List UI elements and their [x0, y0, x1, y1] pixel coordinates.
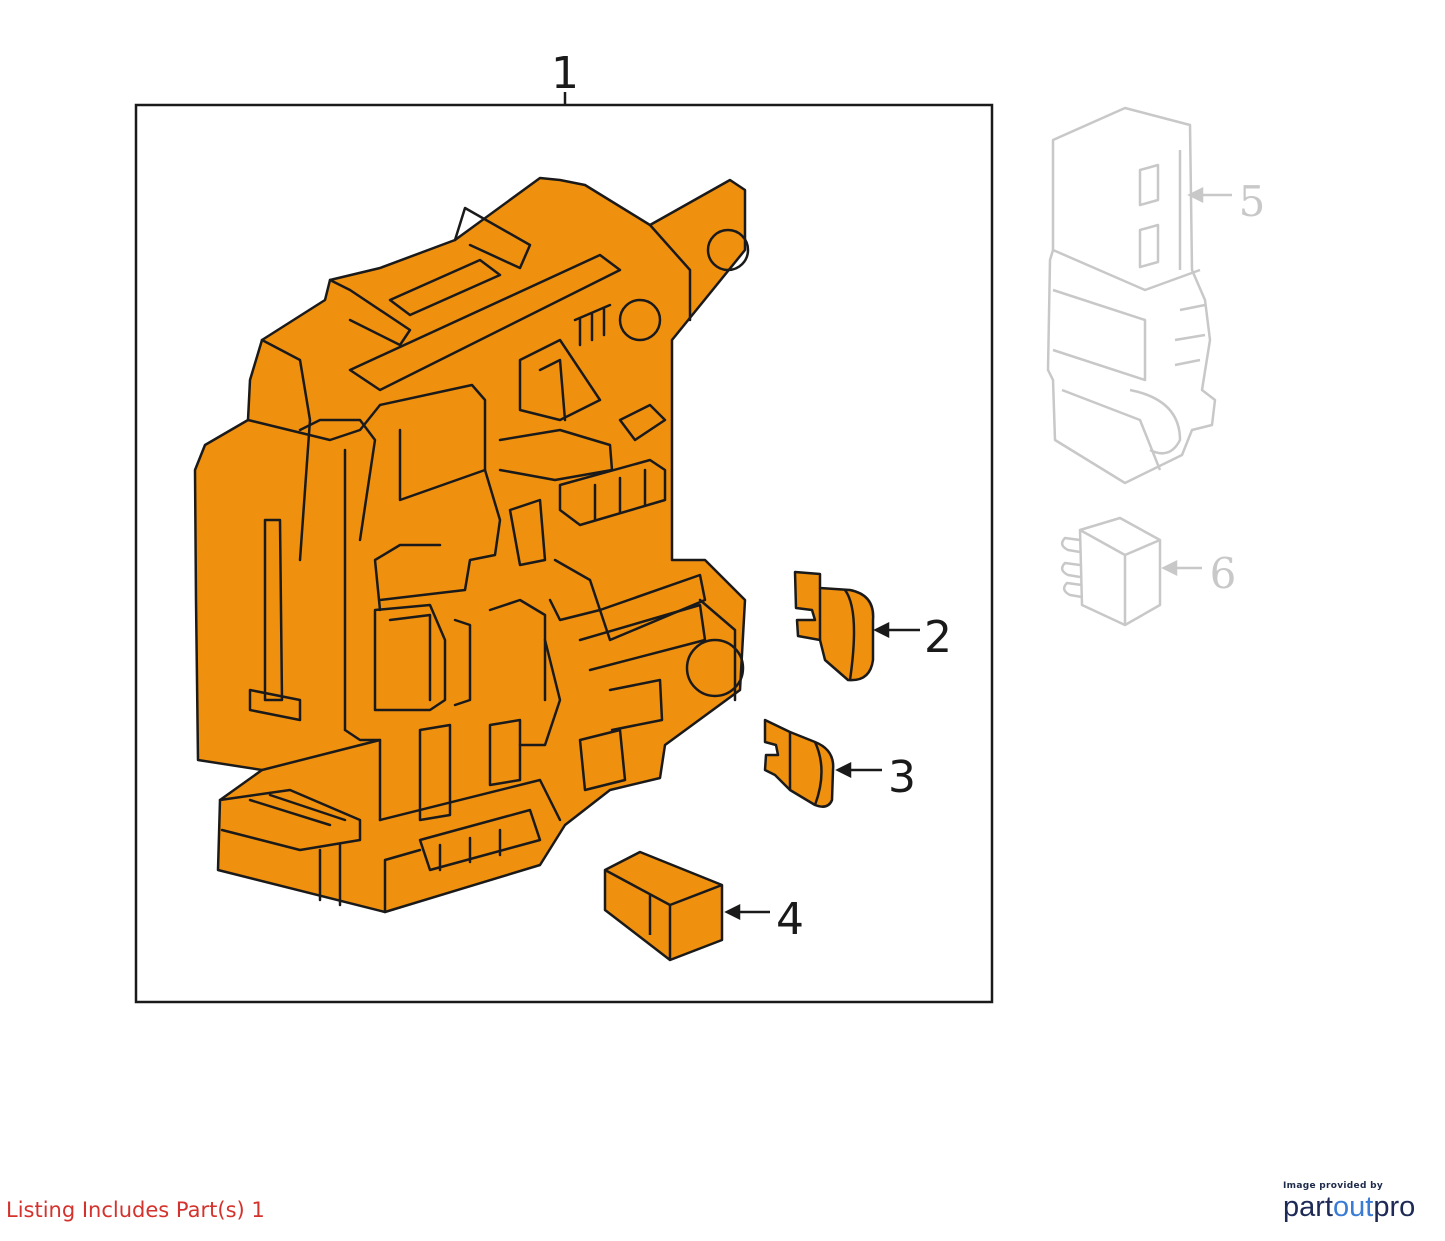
image-credit: Image provided by partoutpro	[1283, 1181, 1433, 1222]
callout-4: 4	[776, 894, 804, 945]
fuse-part-2	[793, 570, 875, 682]
callout-3: 3	[888, 752, 916, 803]
logo-part: part	[1283, 1191, 1333, 1223]
fuse-box-assembly	[193, 176, 750, 914]
credit-caption: Image provided by	[1283, 1181, 1384, 1191]
relay-part-6	[1060, 516, 1162, 627]
logo-pro: pro	[1373, 1191, 1416, 1223]
partoutpro-logo: partoutpro	[1283, 1192, 1433, 1222]
assembly-frame	[134, 92, 994, 1004]
listing-note: Listing Includes Part(s) 1	[6, 1198, 265, 1222]
arrow-3	[835, 761, 882, 779]
arrow-5	[1187, 186, 1232, 204]
callout-2: 2	[924, 612, 952, 663]
logo-out: out	[1332, 1191, 1374, 1223]
fuse-part-3	[763, 718, 835, 808]
relay-part-4	[603, 850, 724, 962]
callout-6: 6	[1210, 549, 1237, 598]
arrow-4	[724, 903, 770, 921]
callout-5: 5	[1239, 177, 1266, 226]
arrow-6	[1161, 559, 1202, 577]
callout-1: 1	[551, 48, 579, 99]
module-part-5	[1046, 106, 1217, 485]
arrow-2	[873, 621, 920, 639]
